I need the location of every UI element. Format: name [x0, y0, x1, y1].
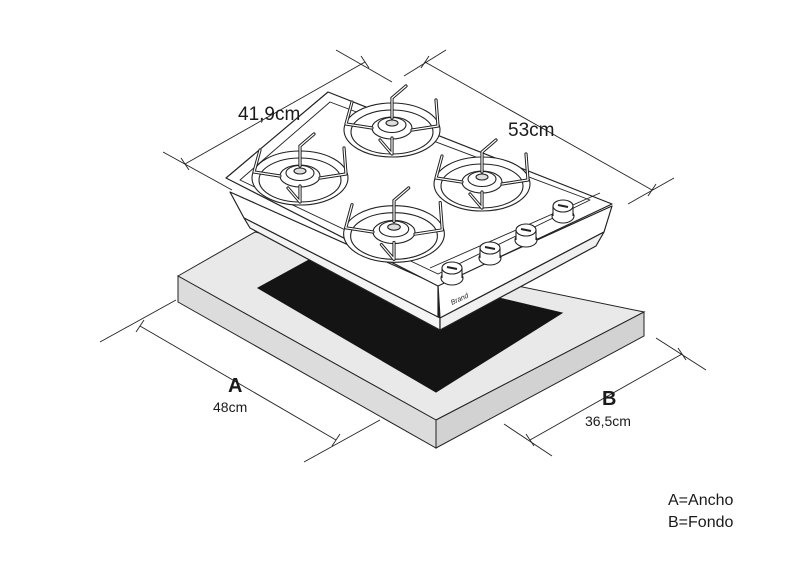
grate-arm-highlight [253, 149, 281, 177]
grate-arm-highlight [380, 241, 395, 260]
hob-width-label: 53cm [508, 120, 554, 141]
control-knob-3[interactable] [514, 223, 538, 248]
legend: A=Ancho B=Fondo [668, 492, 733, 531]
control-knob-4[interactable] [551, 199, 575, 224]
grate-arm-highlight [345, 101, 373, 129]
burner-center [385, 119, 399, 127]
countertop-side-face [435, 311, 645, 449]
dim-tick-hob-width-2 [647, 183, 657, 197]
dim-tick-b-1 [525, 433, 535, 447]
control-knob-2[interactable] [478, 241, 502, 266]
grate-arm-highlight [287, 185, 301, 203]
burner-center [387, 223, 401, 231]
dim-line-a [139, 325, 337, 441]
burner-center [475, 173, 489, 181]
dim-ext-b-2 [655, 337, 707, 371]
dim-tick-hob-depth-2 [360, 55, 370, 69]
dim-tick-hob-depth-1 [180, 157, 190, 171]
hob-under-box-right [439, 231, 605, 331]
cutout-b-letter: B [602, 388, 616, 410]
burner-right [433, 138, 531, 212]
hob-depth-label: 41,9cm [238, 104, 300, 125]
burner-center [293, 167, 307, 175]
grate-arm-highlight [469, 191, 483, 209]
dim-tick-a-2 [331, 433, 341, 447]
dim-ext-a-2 [303, 419, 381, 463]
cutout-opening [256, 254, 564, 393]
dim-line-hob-depth [184, 61, 366, 165]
knob-grip [520, 228, 532, 232]
legend-line-a: A=Ancho [668, 492, 733, 509]
dim-ext-b-1 [503, 423, 553, 457]
dim-tick-a-1 [135, 319, 145, 333]
grate-arm-highlight [345, 204, 374, 233]
dim-ext-hob-depth-1 [162, 151, 233, 191]
control-knob-1[interactable] [440, 261, 464, 286]
grate-arm-highlight [481, 139, 497, 173]
dim-line-hob-width [424, 61, 653, 191]
dim-tick-b-2 [677, 347, 687, 361]
knob-grip [484, 246, 496, 250]
dim-line-b [529, 353, 683, 441]
knob-grip [446, 266, 458, 270]
grate-arm-highlight [501, 153, 529, 185]
cutout-a-value: 48cm [213, 399, 247, 415]
grate-arm-highlight [411, 99, 439, 131]
cutout-b-value: 36,5cm [585, 413, 631, 429]
legend-line-b: B=Fondo [668, 514, 733, 531]
grate-arm-highlight [299, 133, 315, 167]
dim-ext-hob-width-1 [403, 49, 447, 77]
grate-arm-highlight [379, 137, 393, 155]
grate-arm-highlight [393, 187, 410, 223]
grate-arm-highlight [435, 155, 463, 183]
dimension-lines [99, 49, 707, 463]
grate-arm-highlight [391, 85, 407, 119]
knob-grip [557, 204, 569, 208]
burner-left [251, 132, 349, 206]
grate-arm-highlight [414, 202, 443, 235]
dim-ext-a-1 [99, 299, 177, 343]
cutout-a-letter: A [228, 375, 242, 397]
control-knobs [440, 199, 575, 286]
dim-ext-hob-depth-2 [335, 49, 393, 83]
grate-arm-highlight [319, 147, 347, 179]
burner-front [343, 186, 445, 263]
burner-back [343, 84, 441, 158]
burners [251, 84, 531, 263]
dim-tick-hob-width-1 [420, 55, 430, 69]
